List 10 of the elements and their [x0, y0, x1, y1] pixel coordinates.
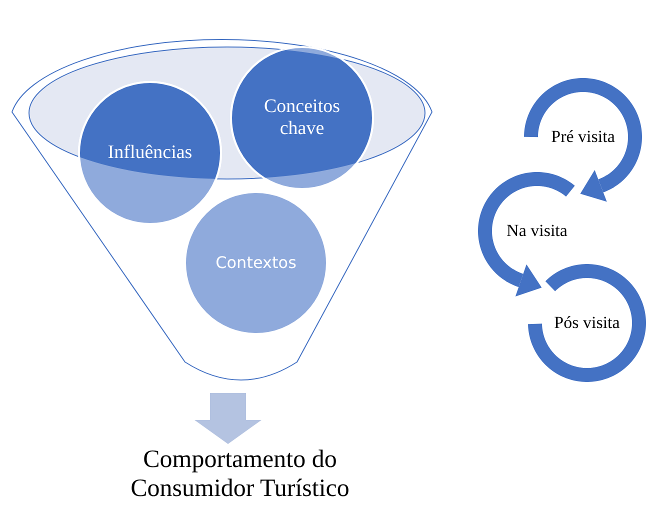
arrow — [580, 170, 616, 202]
stage-label: Pós visita — [553, 312, 621, 334]
arrow — [504, 264, 542, 297]
circle-label: Contextos — [214, 252, 298, 274]
circle-label: Conceitos chave — [263, 95, 341, 141]
outcome-label: Comportamento do Consumidor Turístico — [130, 445, 350, 504]
circle-label: Influências — [106, 141, 194, 166]
stage-label: Pré visita — [550, 126, 616, 148]
block-arrow — [194, 393, 262, 444]
stage-label: Na visita — [506, 220, 568, 242]
